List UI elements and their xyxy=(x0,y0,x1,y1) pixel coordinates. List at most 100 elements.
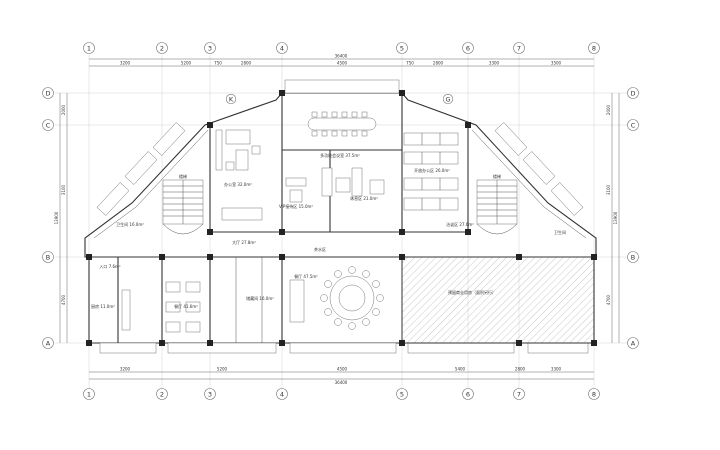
axis-bubble-3-bottom: 3 xyxy=(204,388,216,400)
room-label-dining: 餐厅 41.6m² xyxy=(174,303,198,309)
svg-text:36400: 36400 xyxy=(335,54,348,59)
svg-text:5200: 5200 xyxy=(181,61,192,66)
svg-text:D: D xyxy=(630,89,635,97)
svg-text:5400: 5400 xyxy=(455,367,466,372)
room-label-tea: 茶水区 xyxy=(314,246,326,252)
room-label-reception: 洽谈区 27.6m² xyxy=(446,221,474,227)
structural-columns xyxy=(86,90,597,346)
svg-text:5: 5 xyxy=(400,44,404,52)
svg-text:2800: 2800 xyxy=(241,61,252,66)
room-label-lounge: 休息区 21.0m² xyxy=(350,195,378,201)
axis-bubble-5-bottom: 5 xyxy=(396,388,408,400)
svg-text:3200: 3200 xyxy=(120,367,131,372)
room-label-restaurant: 餐厅 47.5m² xyxy=(294,273,318,279)
svg-text:3100: 3100 xyxy=(606,184,611,195)
axis-bubble-8-top: 8 xyxy=(588,42,600,54)
room-label-entrance: 入口 7.6m² xyxy=(99,264,121,269)
axis-bubble-G: G xyxy=(442,93,454,105)
left-dimensions: 13900 2000 3100 4700 xyxy=(54,93,68,343)
axis-bubble-5-top: 5 xyxy=(396,42,408,54)
svg-text:5200: 5200 xyxy=(217,367,228,372)
axis-bubble-B-right: B xyxy=(627,251,639,263)
axis-bubble-B-left: B xyxy=(42,251,54,263)
top-dimensions: 36400 3200 5200 750 2800 4500 750 2800 3… xyxy=(89,54,594,67)
svg-text:2: 2 xyxy=(160,44,164,52)
axis-bubble-3-top: 3 xyxy=(204,42,216,54)
bottom-axis-bubbles: 1 2 3 4 5 6 7 8 xyxy=(83,388,600,400)
office-furniture xyxy=(215,129,263,221)
conference-table xyxy=(307,111,377,137)
axis-bubble-K: K xyxy=(225,93,237,105)
svg-text:4: 4 xyxy=(280,390,284,398)
svg-text:K: K xyxy=(229,95,234,103)
room-label-kitchen: 厨房 11.0m² xyxy=(91,303,115,309)
dining-tables xyxy=(121,279,305,333)
axis-bubble-C-left: C xyxy=(42,119,54,131)
svg-text:3100: 3100 xyxy=(61,184,66,195)
svg-text:7: 7 xyxy=(517,390,521,398)
svg-text:2000: 2000 xyxy=(606,104,611,115)
open-office-desks xyxy=(403,132,459,211)
right-axis-bubbles: D C B A xyxy=(627,87,639,349)
axis-bubble-2-top: 2 xyxy=(156,42,168,54)
svg-text:36400: 36400 xyxy=(335,380,348,385)
room-label-open-office: 开放办公区 26.0m² xyxy=(414,167,450,173)
building-walls xyxy=(84,79,597,354)
svg-text:7: 7 xyxy=(517,44,521,52)
svg-text:A: A xyxy=(46,339,51,347)
svg-text:3500: 3500 xyxy=(551,61,562,66)
svg-text:3300: 3300 xyxy=(489,61,500,66)
lounge-furniture xyxy=(285,167,385,203)
svg-text:C: C xyxy=(631,121,636,129)
svg-text:4: 4 xyxy=(280,44,284,52)
svg-text:2: 2 xyxy=(160,390,164,398)
axis-bubble-4-top: 4 xyxy=(276,42,288,54)
room-label-storage: 储藏间 16.0m² xyxy=(246,295,274,301)
axis-bubble-2-bottom: 2 xyxy=(156,388,168,400)
axis-bubble-C-right: C xyxy=(627,119,639,131)
svg-text:楼梯: 楼梯 xyxy=(493,173,501,179)
svg-text:楼梯: 楼梯 xyxy=(179,173,187,179)
svg-text:B: B xyxy=(631,253,635,261)
svg-text:2800: 2800 xyxy=(515,367,526,372)
axis-bubble-6-bottom: 6 xyxy=(462,388,474,400)
top-axis-bubbles: 1 2 3 4 5 6 7 8 xyxy=(83,42,600,54)
svg-text:13900: 13900 xyxy=(54,211,59,224)
svg-text:G: G xyxy=(445,95,450,103)
axis-bubble-7-top: 7 xyxy=(513,42,525,54)
room-label-conference: 多功能会议室 37.5m² xyxy=(320,152,360,158)
stair-right: 楼梯 xyxy=(476,173,518,235)
axis-bubble-D-left: D xyxy=(42,87,54,99)
svg-text:13900: 13900 xyxy=(613,211,618,224)
svg-text:2800: 2800 xyxy=(433,61,444,66)
svg-text:6: 6 xyxy=(466,44,470,52)
svg-text:1: 1 xyxy=(87,390,91,398)
svg-text:3: 3 xyxy=(208,44,212,52)
right-dimensions: 2000 3100 4700 13900 xyxy=(606,93,620,343)
svg-text:4700: 4700 xyxy=(61,294,66,305)
svg-text:D: D xyxy=(45,89,50,97)
axis-bubble-1-bottom: 1 xyxy=(83,388,95,400)
svg-text:C: C xyxy=(46,121,51,129)
svg-text:750: 750 xyxy=(214,61,222,66)
inner-axis-bubbles: K G xyxy=(225,93,454,105)
svg-text:3300: 3300 xyxy=(551,367,562,372)
svg-text:B: B xyxy=(46,253,50,261)
svg-text:8: 8 xyxy=(592,44,596,52)
round-banquet-table xyxy=(320,266,384,330)
svg-text:A: A xyxy=(631,339,636,347)
svg-text:4700: 4700 xyxy=(606,294,611,305)
room-label-rental: 预留商业用房（面积另行） xyxy=(448,289,496,295)
rental-area-hatch xyxy=(401,256,595,344)
svg-text:4500: 4500 xyxy=(337,61,348,66)
axis-bubble-7-bottom: 7 xyxy=(513,388,525,400)
room-label-lobby: 大厅 27.8m² xyxy=(232,239,256,245)
bottom-dimensions: 3200 5200 4500 5400 2800 3300 36400 xyxy=(89,367,594,385)
svg-text:3200: 3200 xyxy=(120,61,131,66)
axis-bubble-D-right: D xyxy=(627,87,639,99)
svg-text:6: 6 xyxy=(466,390,470,398)
svg-text:4500: 4500 xyxy=(337,367,348,372)
axis-bubble-8-bottom: 8 xyxy=(588,388,600,400)
svg-text:750: 750 xyxy=(406,61,414,66)
